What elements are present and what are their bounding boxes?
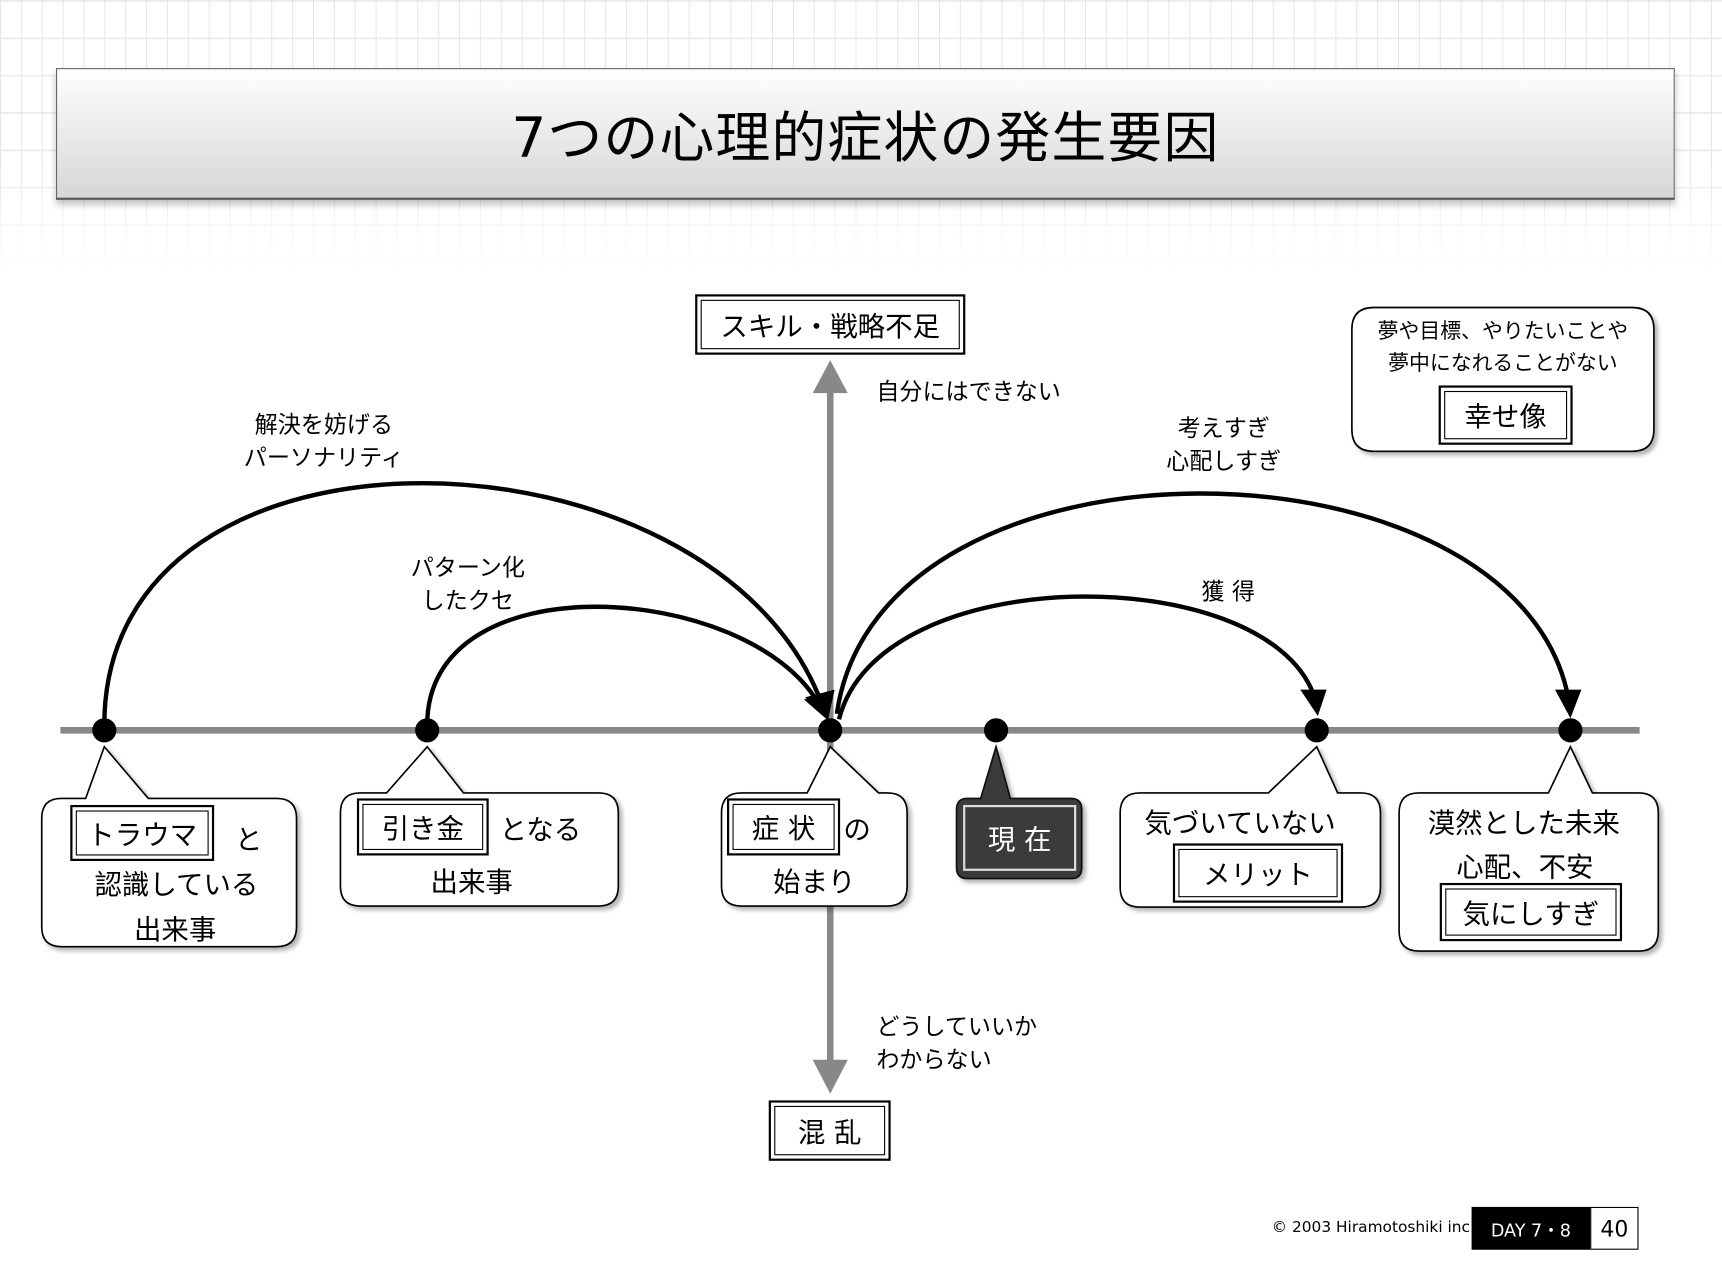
bottom-label: どうしていいかわからない	[876, 1010, 1037, 1076]
day-badge: DAY 7・8	[1471, 1206, 1591, 1250]
happiness-line: 夢中になれることがない	[1388, 351, 1618, 376]
arrowhead-inner-left	[803, 694, 833, 721]
arc-inner-left	[425, 604, 821, 725]
arc-label-gain: 獲 得	[1201, 578, 1255, 606]
title-banner: 7つの心理的症状の発生要因	[56, 68, 1675, 200]
skill-shortage-label: スキル・戦略不足	[720, 310, 941, 343]
happiness-text: 夢や目標、やりたいことや夢中になれることがない	[1352, 316, 1654, 380]
worry-box: 気にしすぎ	[1439, 882, 1623, 942]
happiness-line: 夢や目標、やりたいことや	[1377, 319, 1629, 344]
happiness-label: 幸せ像	[1464, 400, 1547, 433]
trigger-box: 引き金	[356, 798, 489, 856]
symptom-line: 始まり	[773, 866, 856, 899]
future-line: 漠然とした未来	[1427, 807, 1620, 840]
top-label: 自分にはできない	[876, 378, 1061, 406]
arrow-up-icon	[812, 360, 848, 394]
timeline-dot-trauma	[92, 718, 117, 743]
present-box: 現 在	[963, 804, 1077, 871]
symptom-box: 症 状	[727, 798, 841, 856]
timeline-dot-merit	[1304, 718, 1329, 743]
callout-present	[955, 743, 1083, 880]
timeline-dot-present	[983, 718, 1009, 743]
future-line: 心配、不安	[1456, 851, 1594, 883]
arc-label-line: 心配しすぎ	[1166, 448, 1282, 475]
trigger-line: 出来事	[430, 866, 513, 899]
bottom-label-line: わからない	[876, 1046, 992, 1073]
bottom-label-line: どうしていいか	[876, 1013, 1038, 1040]
trauma-label: トラウマ	[87, 818, 198, 851]
callout-happiness	[1351, 306, 1655, 453]
worry-label: 気にしすぎ	[1462, 897, 1600, 930]
page-title: 7つの心理的症状の発生要因	[511, 105, 1220, 170]
merit-line: 気づいていない	[1144, 807, 1336, 840]
confusion-label: 混 乱	[797, 1116, 862, 1149]
arc-label-line: 解決を妨げる	[254, 411, 394, 439]
trigger-after-text: となる	[499, 813, 582, 846]
present-label: 現 在	[987, 823, 1052, 856]
arc-label-overthinking: 考えすぎ心配しすぎ	[1166, 412, 1281, 478]
symptom-label: 症 状	[751, 812, 816, 845]
arc-label-line: 考えすぎ	[1177, 415, 1270, 442]
trauma-after-text: と	[235, 823, 263, 856]
symptom-after-text: の	[843, 813, 871, 846]
timeline-dot-future	[1558, 718, 1583, 743]
arc-outer-right	[834, 491, 1571, 715]
happiness-box: 幸せ像	[1438, 385, 1573, 445]
timeline-dot-trigger	[415, 718, 440, 743]
arc-inner-right	[836, 594, 1316, 720]
page-number: 40	[1590, 1206, 1639, 1250]
merit-box: メリット	[1172, 843, 1344, 903]
trauma-line: 認識している	[94, 868, 259, 901]
arrow-down-icon	[812, 1059, 848, 1094]
trigger-label: 引き金	[381, 812, 464, 845]
arc-label-line: パターン化	[410, 554, 525, 581]
skill-shortage-box: スキル・戦略不足	[695, 294, 966, 355]
trauma-line: 出来事	[133, 913, 217, 946]
arc-label-habit: パターン化したクセ	[411, 551, 525, 617]
arrowhead-outer-right	[1555, 689, 1582, 719]
arc-label-line: したクセ	[421, 587, 514, 614]
arc-label-line: パーソナリティ	[243, 444, 404, 472]
confusion-box: 混 乱	[768, 1100, 891, 1161]
arc-label-personality: 解決を妨げるパーソナリティ	[244, 409, 404, 475]
timeline-dot-symptom	[818, 718, 843, 743]
merit-label: メリット	[1203, 858, 1313, 891]
copyright: © 2003 Hiramotoshiki inc.	[1271, 1219, 1475, 1237]
arc-outer-left	[102, 481, 824, 725]
trauma-box: トラウマ	[70, 804, 215, 861]
arrowhead-inner-right	[1300, 689, 1327, 717]
